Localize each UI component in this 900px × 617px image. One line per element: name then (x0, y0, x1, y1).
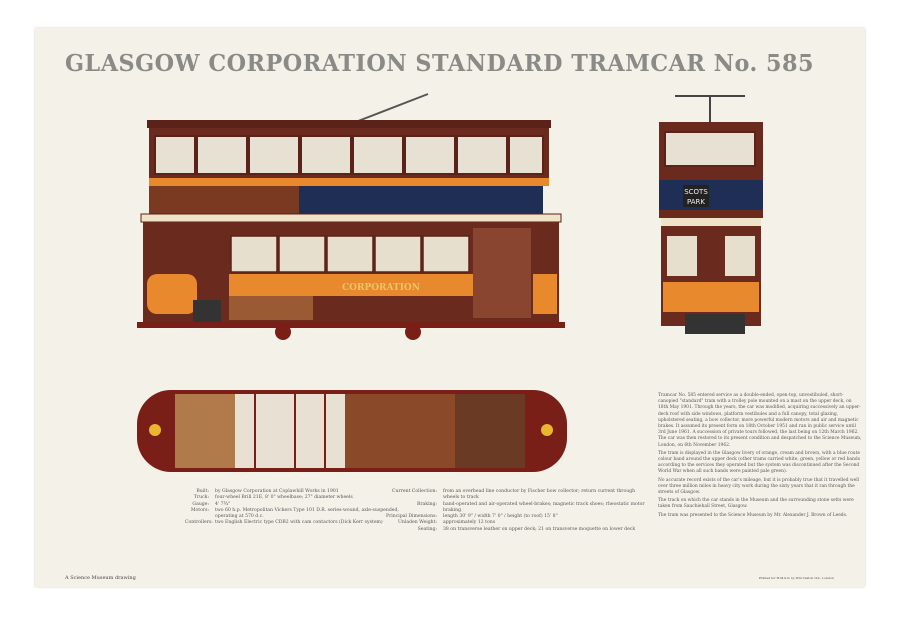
tram-plan-view (137, 390, 567, 472)
specs-left: Built:by Glasgow Corporation at Coplawhi… (185, 489, 399, 526)
tram-side-elevation: CORPORATION (137, 93, 565, 340)
description: Tramcar No. 585 entered service as a dou… (658, 393, 862, 518)
poster-title: GLASGOW CORPORATION STANDARD TRAMCAR No.… (65, 50, 815, 77)
specs-right: Current Collection:from an overhead line… (385, 489, 645, 532)
tram-end-elevation: SCOTS PARK (659, 95, 763, 334)
footer-credit: A Science Museum drawing (65, 575, 136, 581)
destination-line-1: SCOTS (684, 188, 708, 196)
destination-line-2: PARK (687, 198, 705, 206)
side-livery-text: CORPORATION (342, 283, 420, 293)
poster: GLASGOW CORPORATION STANDARD TRAMCAR No.… (35, 28, 865, 587)
printer-credit: Printed for H.M.S.O. by Wm Caxton Ltd., … (759, 576, 834, 580)
